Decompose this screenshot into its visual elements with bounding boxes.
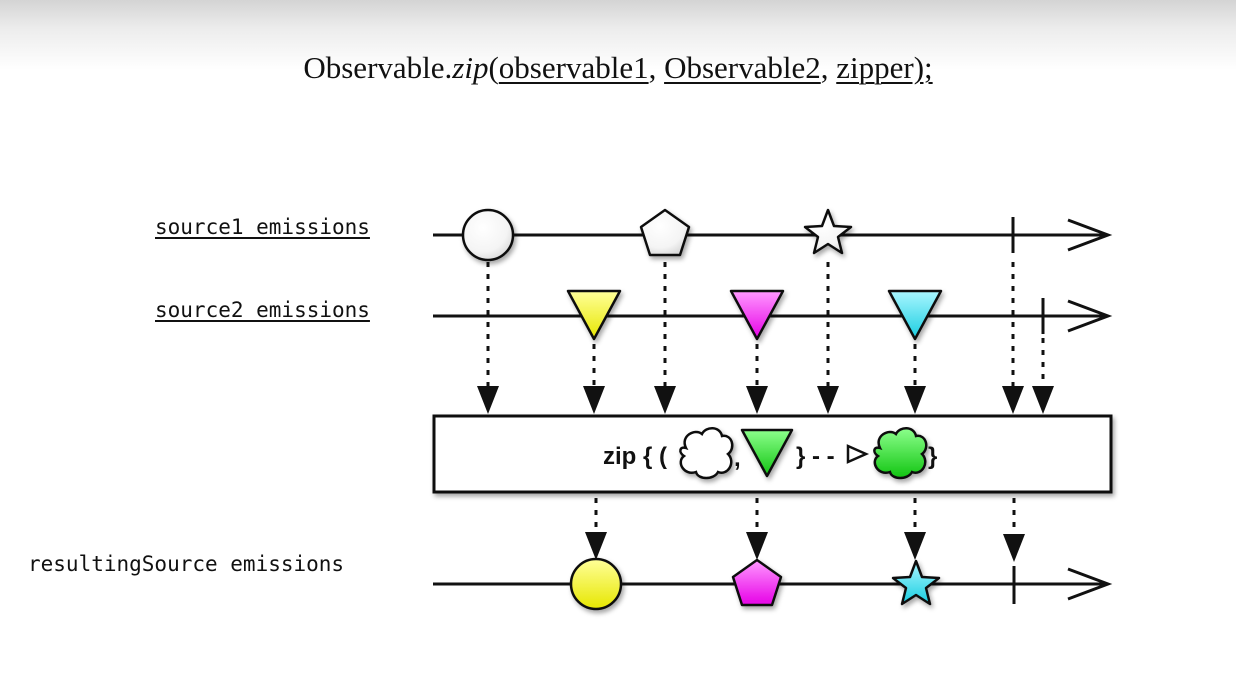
input-arrows — [477, 262, 1054, 414]
source1-star-marble — [803, 208, 853, 255]
zip-operator-comma: , — [734, 445, 741, 472]
zip-operator-prefix: zip { ( — [603, 443, 667, 470]
source2-label: source2 emissions — [155, 298, 370, 322]
source2-cyan-triangle-marble — [887, 289, 943, 341]
title-arg-observable1: observable1 — [498, 50, 649, 85]
zip-operator-suffix: } — [928, 443, 937, 470]
green-cloud-result-icon — [873, 427, 928, 480]
result-label: resultingSource emissions — [28, 552, 345, 576]
title-sep-1: , — [648, 50, 665, 85]
title-method: zip — [452, 50, 489, 85]
source2-yellow-triangle-marble — [566, 289, 622, 341]
green-triangle-icon — [740, 428, 794, 478]
source2-magenta-triangle-marble — [729, 289, 785, 341]
title-open-paren: ( — [488, 50, 499, 85]
title-sep-2: , — [820, 50, 837, 85]
open-arrow-head-icon — [846, 444, 870, 464]
source1-pentagon-marble — [639, 208, 691, 257]
page-title: Observable.zip(observable1, Observable2,… — [0, 50, 1236, 86]
top-shade — [0, 0, 1236, 70]
title-arg-zipper: zipper); — [836, 50, 933, 85]
result-cyan-star-marble — [891, 559, 941, 606]
cloud-placeholder-icon — [679, 427, 734, 480]
result-magenta-pentagon-marble — [731, 558, 783, 607]
result-yellow-circle-marble — [569, 557, 623, 611]
zip-operator-middle: } - - — [796, 443, 835, 470]
source1-circle-marble — [461, 208, 515, 262]
output-arrows — [585, 498, 1025, 562]
title-arg-observable2: Observable2 — [664, 50, 821, 85]
title-prefix: Observable. — [303, 50, 453, 85]
source1-timeline — [433, 217, 1113, 253]
source1-label: source1 emissions — [155, 215, 370, 239]
